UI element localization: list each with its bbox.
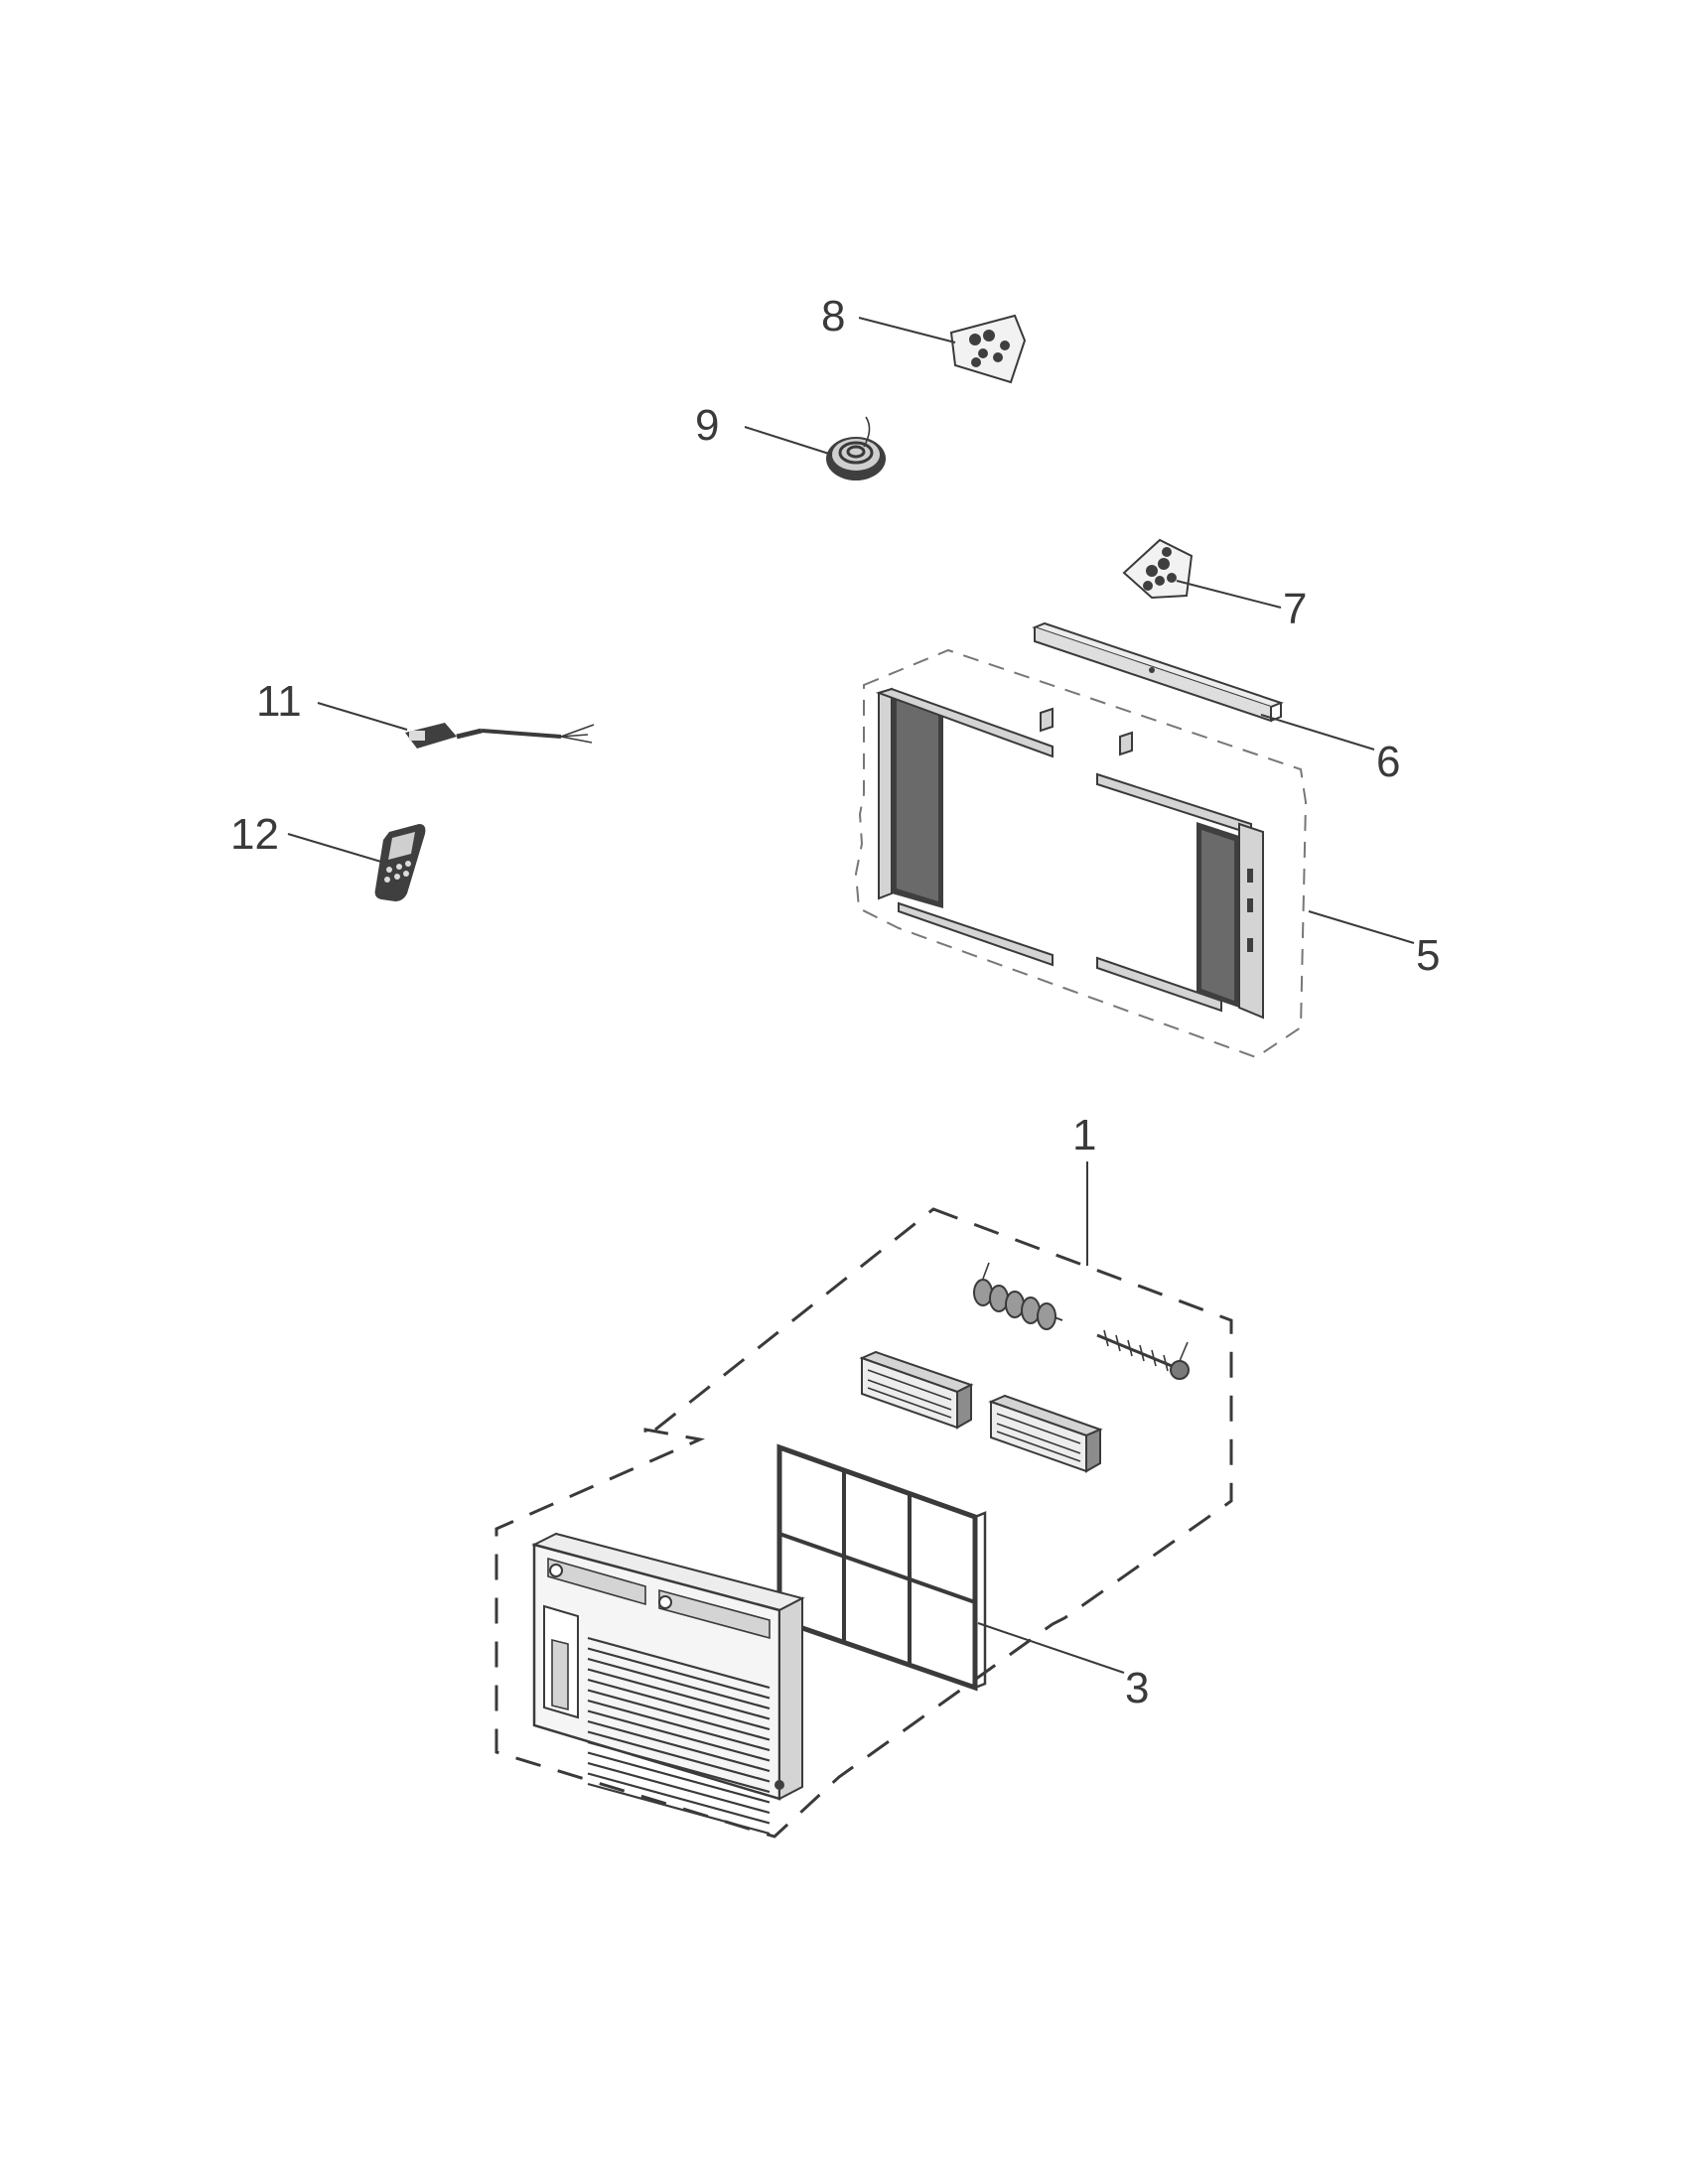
part-8-screw-bag [949, 314, 1027, 384]
callout-7: 7 [1283, 585, 1307, 633]
grille-slat [587, 1647, 771, 1700]
callout-1: 1 [1072, 1111, 1096, 1160]
callout-6: 6 [1376, 738, 1400, 786]
front-grille [531, 1532, 805, 1836]
vent-insert-right [988, 1394, 1103, 1473]
callout-8: 8 [821, 292, 845, 341]
grille-slat [587, 1772, 771, 1825]
grille-slat [587, 1668, 771, 1720]
assembly-1-boundary [494, 1207, 1233, 1839]
grille-slat [587, 1709, 771, 1762]
part-5-curtain-kit [854, 648, 1308, 1059]
part-6-top-rail [1032, 621, 1284, 723]
louver-rod [1096, 1329, 1190, 1380]
grille-slat [587, 1761, 771, 1815]
grille-slat [587, 1689, 771, 1741]
vent-insert-left [859, 1350, 974, 1430]
callout-5: 5 [1416, 931, 1440, 980]
grille-slat [587, 1782, 771, 1836]
grille-slat [587, 1751, 771, 1804]
grille-slat [587, 1740, 771, 1794]
part-12-remote-control [374, 824, 426, 901]
grille-slat [587, 1699, 771, 1752]
callout-9: 9 [695, 401, 719, 450]
grille-slat [587, 1657, 771, 1710]
grille-slat [587, 1730, 771, 1783]
part-9-wire-coil [826, 416, 886, 480]
callout-3: 3 [1125, 1664, 1149, 1712]
grille-slat [587, 1636, 771, 1690]
callout-12: 12 [230, 810, 279, 859]
part-3-filter [776, 1443, 987, 1692]
callout-11: 11 [256, 677, 302, 726]
part-11-power-cord [405, 723, 595, 749]
grille-slat [587, 1678, 771, 1731]
louver-shaft [973, 1262, 1063, 1330]
grille-slat [587, 1719, 771, 1773]
part-7-screw-bag [1122, 538, 1194, 600]
